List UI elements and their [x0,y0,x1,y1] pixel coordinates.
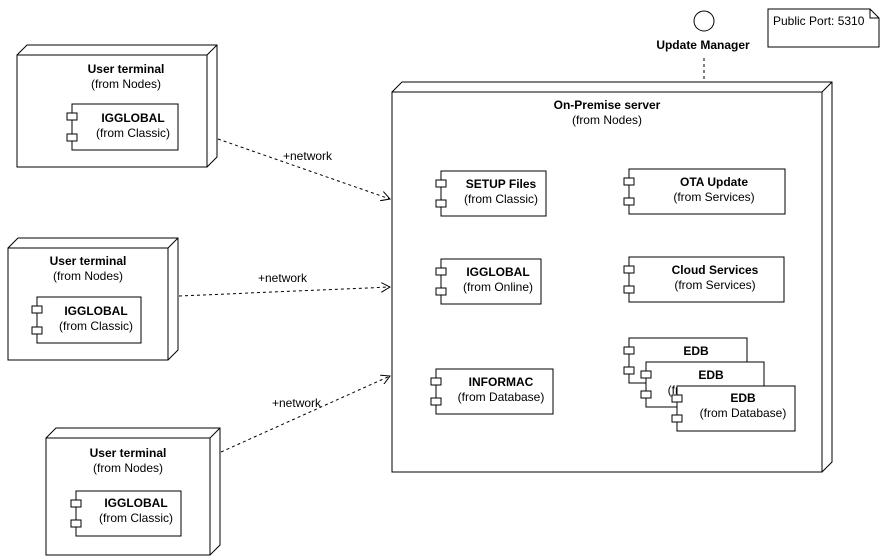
component-name: IGGLOBAL [101,111,164,125]
component-icon [435,179,447,188]
connection-label: +network [258,271,308,285]
terminal-source: (from Nodes) [93,461,163,475]
component-source: (from Classic) [96,126,170,140]
terminal-source: (from Nodes) [91,77,161,91]
terminal-component-igglobal[interactable]: IGGLOBAL (from Classic) [31,296,142,344]
component-icon [66,112,78,121]
component-name: EDB [730,391,756,405]
terminal-title: User terminal [50,254,127,268]
connection-label: +network [283,149,333,163]
component-edb-3[interactable]: EDB (from Database) [671,385,796,432]
component-source: (from Services) [674,278,755,292]
terminal-component-igglobal[interactable]: IGGLOBAL (from Classic) [66,103,179,151]
component-igglobal-online[interactable]: IGGLOBAL (from Online) [435,258,542,305]
component-icon [640,370,652,379]
component-name: OTA Update [680,175,748,189]
component-icon [435,267,447,276]
user-terminal-node-3[interactable]: User terminal (from Nodes) IGGLOBAL (fro… [45,427,221,556]
network-connection-3: +network [220,376,390,453]
component-icon [623,265,635,274]
component-icon [430,377,442,386]
user-terminal-node-2[interactable]: User terminal (from Nodes) IGGLOBAL (fro… [7,237,179,361]
component-name: IGGLOBAL [466,265,529,279]
user-terminal-node-1[interactable]: User terminal (from Nodes) IGGLOBAL (fro… [16,44,218,168]
component-name: Cloud Services [672,263,759,277]
component-source: (from Database) [700,406,787,420]
component-source: (from Services) [673,190,754,204]
on-premise-server-node[interactable]: On-Premise server (from Nodes) SETUP Fil… [391,81,833,473]
server-source: (from Nodes) [572,113,642,127]
network-connection-2: +network [178,271,390,297]
port-note-text: Public Port: 5310 [773,14,865,28]
component-name: IGGLOBAL [64,304,127,318]
server-title: On-Premise server [554,98,661,112]
component-name: IGGLOBAL [104,496,167,510]
terminal-source: (from Nodes) [53,269,123,283]
component-source: (from Database) [458,390,545,404]
network-connection-1: +network [217,138,390,199]
component-name: EDB [683,344,709,358]
terminal-title: User terminal [90,446,167,460]
component-name: INFORMAC [469,375,534,389]
port-note: Public Port: 5310 [767,8,880,48]
component-icon [70,499,82,508]
component-icon [623,177,635,186]
terminal-title: User terminal [88,62,165,76]
component-source: (from Classic) [464,192,538,206]
update-manager-label: Update Manager [656,38,750,52]
component-setup-files[interactable]: SETUP Files (from Classic) [435,170,547,217]
terminal-component-igglobal[interactable]: IGGLOBAL (from Classic) [70,490,182,537]
component-source: (from Classic) [99,511,173,525]
component-name: SETUP Files [466,177,537,191]
connection-label: +network [272,396,322,410]
component-name: EDB [698,368,724,382]
component-informac[interactable]: INFORMAC (from Database) [430,368,554,415]
interface-circle-icon [693,10,715,32]
component-icon [671,394,683,403]
component-source: (from Online) [463,280,533,294]
component-cloud-services[interactable]: Cloud Services (from Services) [623,256,785,303]
component-icon [31,305,43,314]
component-icon [623,346,635,355]
component-ota-update[interactable]: OTA Update (from Services) [623,168,786,215]
component-source: (from Classic) [59,319,133,333]
